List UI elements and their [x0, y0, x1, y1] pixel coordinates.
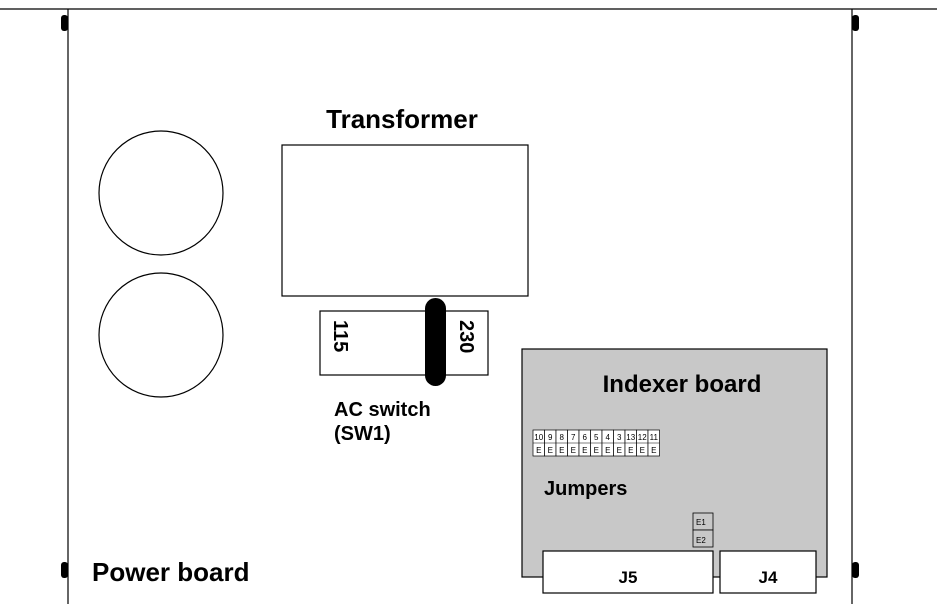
jumper-number: 5 [594, 433, 599, 442]
jumper-prefix: E [640, 446, 645, 455]
j5-label: J5 [619, 568, 638, 587]
mount-tab-bottom-left [61, 562, 68, 578]
jumper-number: 13 [626, 433, 635, 442]
jumper-prefix: E [651, 446, 656, 455]
e2-jumper [692, 529, 714, 548]
j4-label: J4 [759, 568, 778, 587]
indexer-board-label: Indexer board [603, 371, 762, 398]
jumper-prefix: E [559, 446, 564, 455]
mount-tab-top-left [61, 15, 68, 31]
transformer-box [281, 144, 529, 297]
j4-connector [719, 550, 817, 594]
jumper-number: 6 [583, 433, 588, 442]
circle-bottom [98, 272, 224, 398]
jumper-prefix: E [571, 446, 576, 455]
jumper-number: 3 [617, 433, 622, 442]
mount-tab-top-right [852, 15, 859, 31]
e2-label: E2 [696, 536, 706, 545]
e1-label: E1 [696, 518, 706, 527]
jumper-prefix: E [582, 446, 587, 455]
jumpers-label: Jumpers [544, 478, 627, 500]
ac-switch-lever [425, 298, 446, 386]
jumper-prefix: E [536, 446, 541, 455]
jumper-number: 12 [638, 433, 647, 442]
ac-switch-label-line1: AC switch [334, 399, 431, 421]
jumper-number: 11 [650, 433, 659, 442]
mount-tab-bottom-right [852, 562, 859, 578]
jumper-number: 4 [606, 433, 611, 442]
jumper-number: 9 [548, 433, 553, 442]
jumper-prefix: E [605, 446, 610, 455]
jumper-prefix: E [548, 446, 553, 455]
jumper-prefix: E [628, 446, 633, 455]
switch-115-label: 115 [329, 320, 351, 352]
jumper-prefix: E [594, 446, 599, 455]
indexer-board [521, 348, 828, 578]
ac-switch-box [319, 310, 489, 376]
j5-connector [542, 550, 714, 594]
jumper-number: 10 [534, 433, 543, 442]
jumper-prefix: E [617, 446, 622, 455]
jumper-number: 8 [560, 433, 565, 442]
power-board-label: Power board [92, 557, 249, 587]
transformer-label: Transformer [326, 104, 478, 134]
jumper-number: 7 [571, 433, 576, 442]
switch-230-label: 230 [455, 320, 477, 353]
ac-switch-label-line2: (SW1) [334, 423, 391, 445]
circle-top [98, 130, 224, 256]
